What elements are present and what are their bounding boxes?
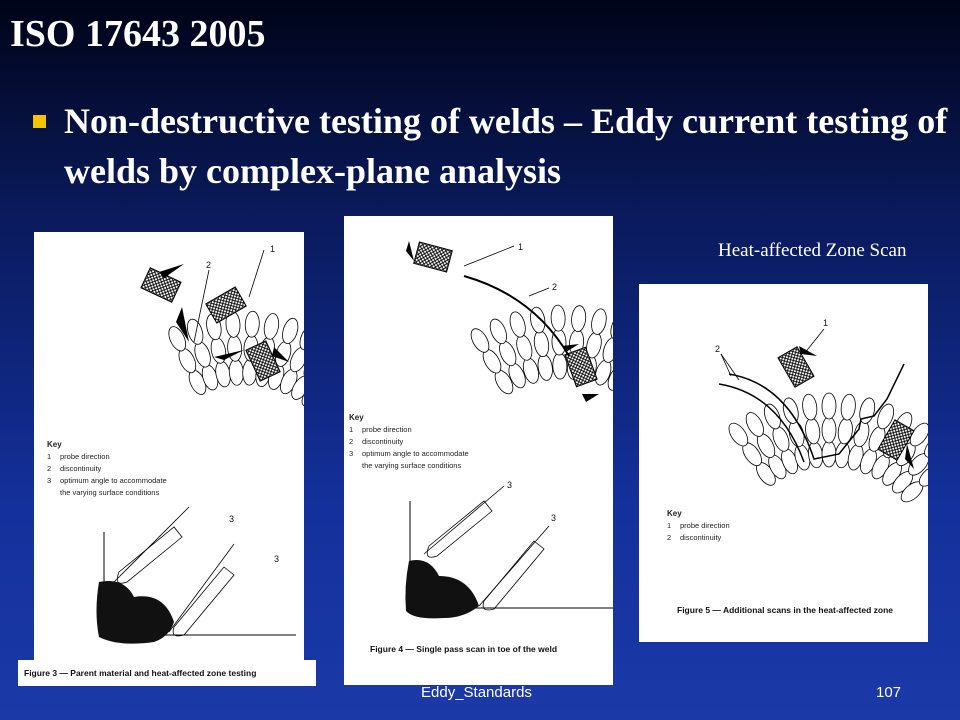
key-item: the varying surface conditions [362,461,462,470]
figure-3-caption: Figure 3 — Parent material and heat-affe… [24,668,257,678]
callout-2: 2 [206,260,211,270]
weld-beads [470,304,613,395]
figure-4-caption: Figure 4 — Single pass scan in toe of th… [370,644,558,654]
footer-title: Eddy_Standards [421,684,532,701]
key-item: discontinuity [362,437,404,446]
callout-1: 1 [518,242,523,252]
callout-3b: 3 [551,513,556,523]
page-number: 107 [876,684,902,701]
key-heading: Key [667,509,682,518]
key-item: probe direction [680,521,730,530]
bullet-marker [33,115,46,128]
key-item: discontinuity [680,533,722,542]
key-item: probe direction [362,425,412,434]
key-item: probe direction [60,452,110,461]
callout-3a: 3 [229,514,234,524]
key-heading: Key [349,413,364,422]
bullet-text: Non-destructive testing of welds – Eddy … [64,101,948,191]
figure-3-drawing: 1 2 3 3 [96,244,304,644]
callout-3a: 3 [507,480,512,490]
key-item: optimum angle to accommodate [362,449,469,458]
figure-5-drawing: 1 2 [715,318,928,503]
figure-3-caption-strip: Figure 3 — Parent material and heat-affe… [18,660,316,686]
callout-3b: 3 [274,554,279,564]
figure-4-drawing: 1 2 3 3 [405,241,613,619]
callout-2: 2 [552,282,557,292]
callout-1: 1 [823,318,828,328]
key-heading: Key [47,440,62,449]
figure-5-caption: Figure 5 — Additional scans in the heat-… [677,605,893,615]
heat-affected-zone-label: Heat-affected Zone Scan [718,240,907,261]
key-item: discontinuity [60,464,102,473]
key-item: optimum angle to accommodate [60,476,167,485]
key-item: the varying surface conditions [60,488,160,497]
callout-2: 2 [715,344,720,354]
weld-beads [728,392,928,503]
callout-1: 1 [270,244,275,254]
slide-title: ISO 17643 2005 [10,13,266,55]
